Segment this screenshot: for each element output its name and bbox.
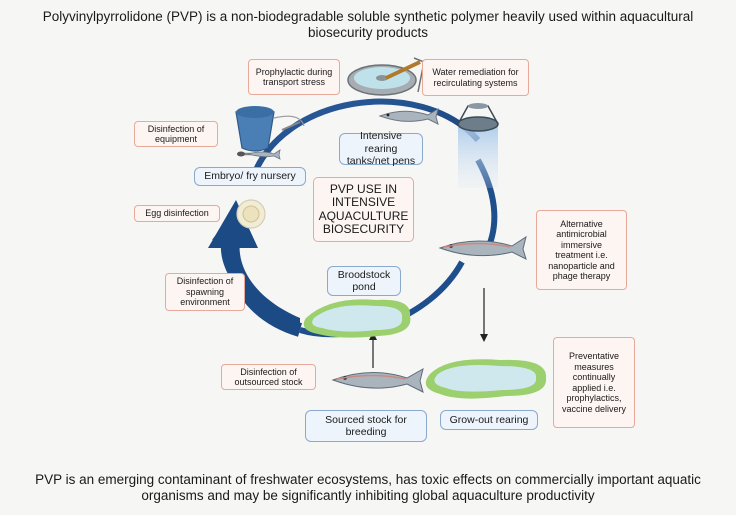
fish-right xyxy=(438,235,527,260)
box-egg-disinfection: Egg disinfection xyxy=(134,205,220,222)
stage-grow-out: Grow-out rearing xyxy=(440,410,538,430)
stage-embryo-nursery: Embryo/ fry nursery xyxy=(194,167,306,186)
box-water-remediation: Water remediation for recirculating syst… xyxy=(422,59,529,96)
fish-small-nursery xyxy=(246,149,281,160)
bottom-heading: PVP is an emerging contaminant of freshw… xyxy=(35,472,701,503)
box-disinfection-spawning: Disinfection of spawning environment xyxy=(165,273,245,311)
circular-tank-illustration xyxy=(347,57,425,96)
box-prophylactic-transport: Prophylactic during transport stress xyxy=(248,59,340,95)
box-preventative-measures: Preventative measures continually applie… xyxy=(553,337,635,428)
growout-pond-illustration xyxy=(425,359,547,399)
stage-sourced-stock: Sourced stock for breeding xyxy=(305,410,427,442)
bucket-illustration xyxy=(235,106,305,152)
stage-broodstock: Broodstock pond xyxy=(327,266,401,296)
box-disinfection-outsourced: Disinfection of outsourced stock xyxy=(221,364,316,390)
broodstock-pond-illustration xyxy=(303,299,411,338)
box-alternative-antimicrobial: Alternative antimicrobial immersive trea… xyxy=(536,210,627,290)
cycle-arrow-top xyxy=(249,98,481,181)
stage-intensive-rearing: Intensive rearing tanks/net pens xyxy=(339,130,423,167)
egg-illustration xyxy=(236,199,266,229)
center-label: PVP USE IN INTENSIVE AQUACULTURE BIOSECU… xyxy=(313,177,414,242)
box-disinfection-equipment: Disinfection of equipment xyxy=(134,121,218,147)
net-pen-illustration xyxy=(457,103,499,188)
fish-bottom xyxy=(331,367,424,393)
fish-top xyxy=(378,107,439,125)
top-heading: Polyvinylpyrrolidone (PVP) is a non-biod… xyxy=(42,9,694,40)
